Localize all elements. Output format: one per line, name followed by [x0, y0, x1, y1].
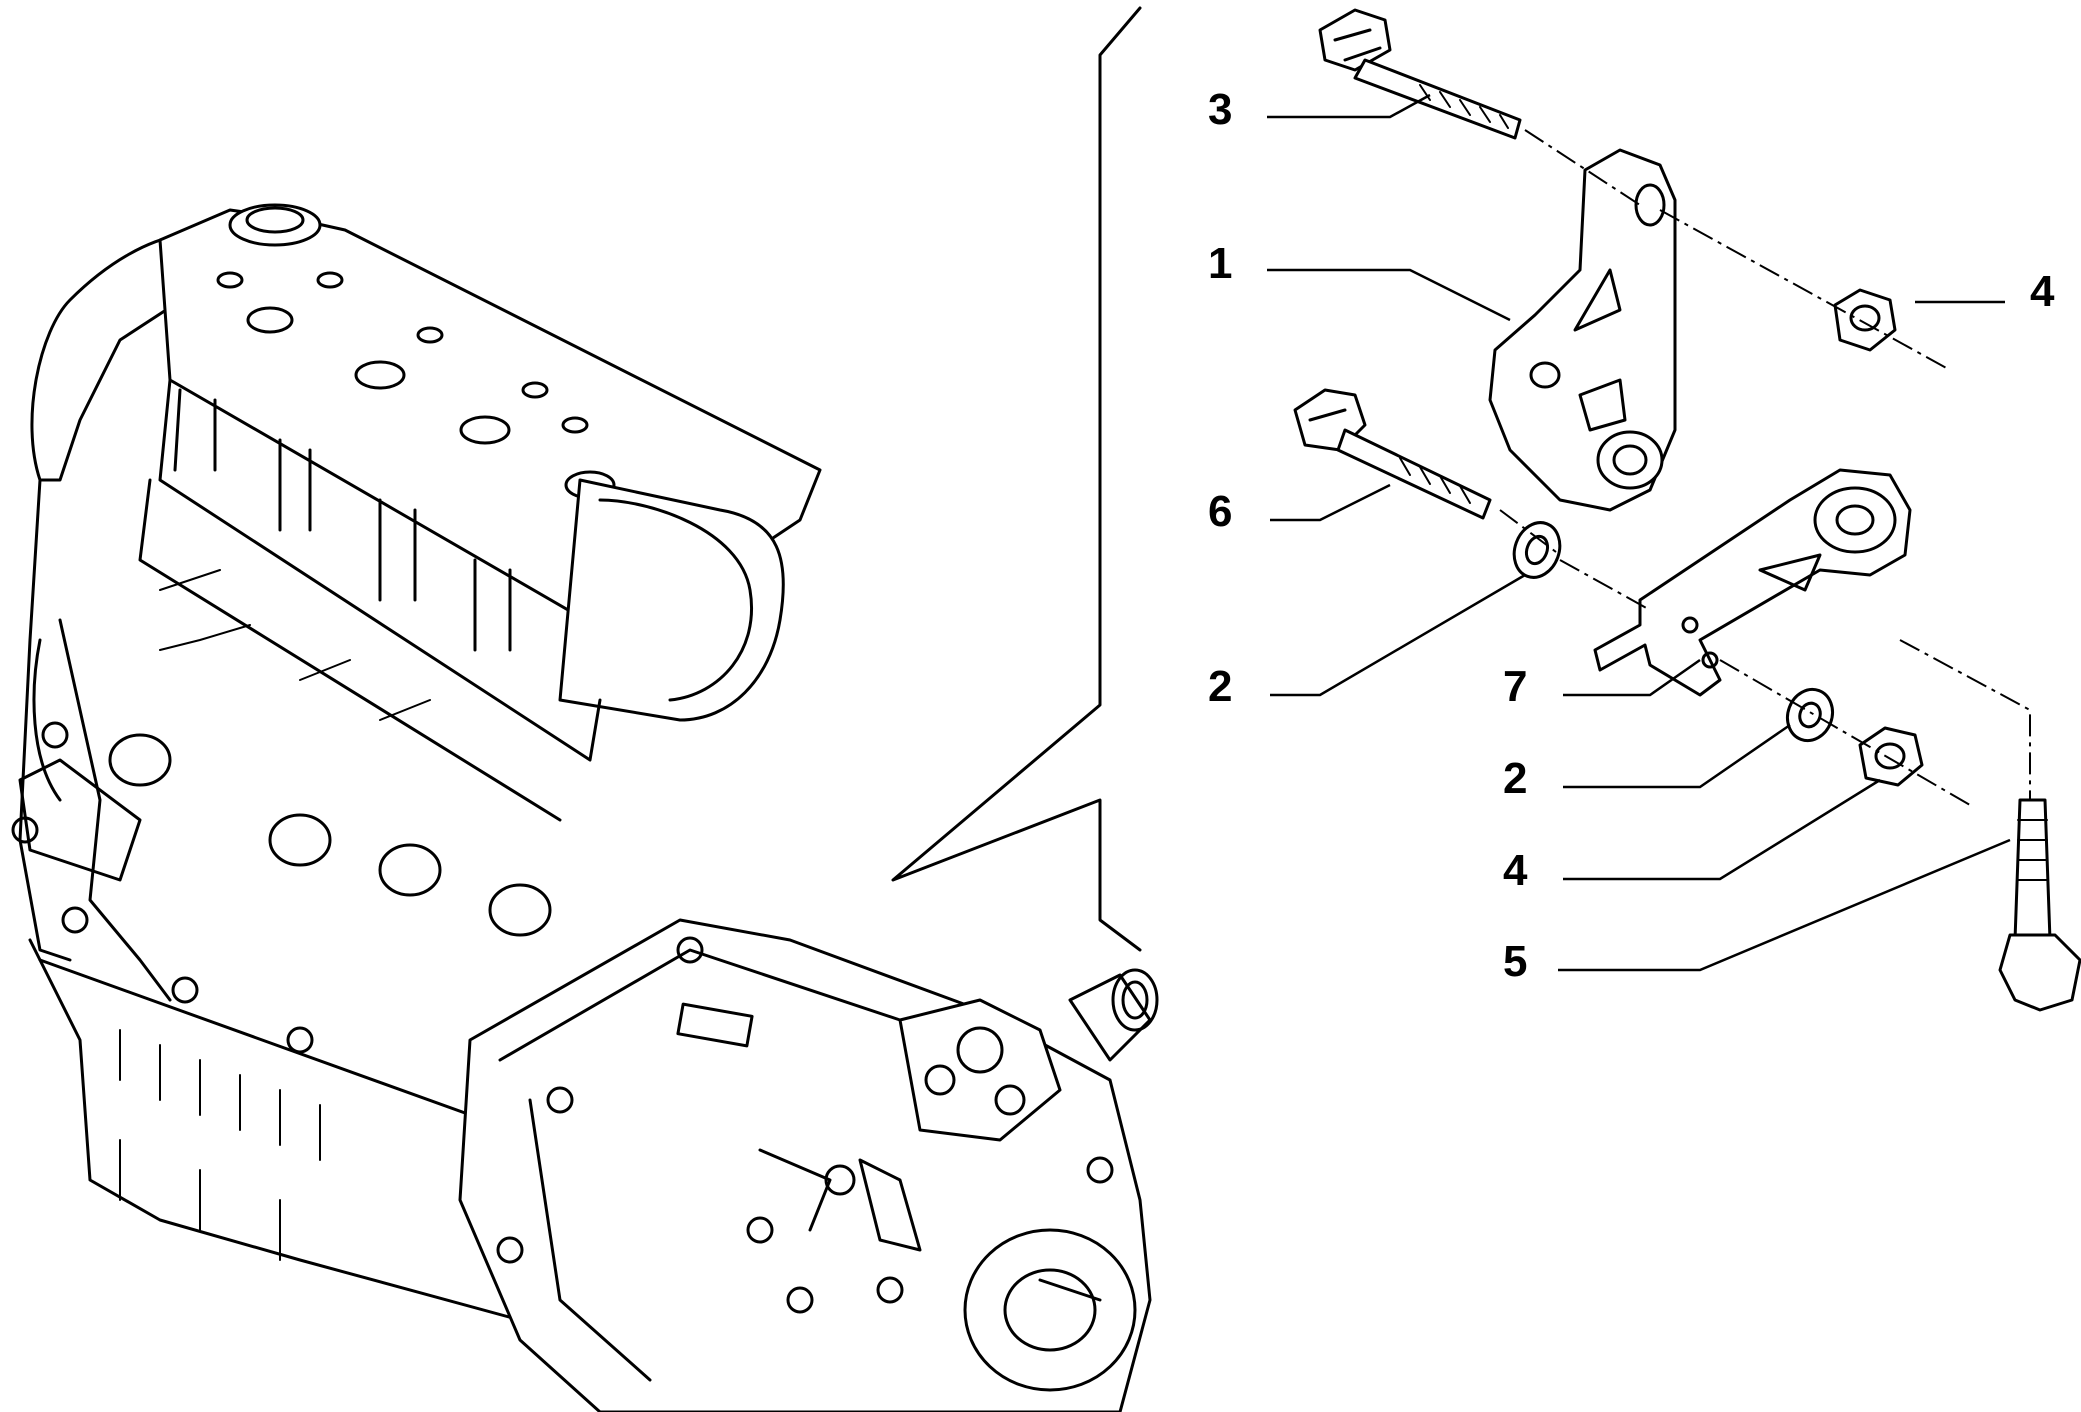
washer-part-2-upper — [1512, 521, 1562, 579]
callout-number-7: 7 — [1503, 662, 1528, 711]
mount-bracket-part-1 — [1488, 148, 1677, 512]
assembly-axis-lines — [1499, 129, 2031, 806]
bolt-part-3 — [1318, 8, 1522, 140]
nut-part-4-upper — [1833, 288, 1897, 352]
callout-number-4-lower: 4 — [1503, 846, 1528, 895]
engine-assembly-illustration — [11, 203, 822, 1342]
callout-number-1: 1 — [1208, 239, 1233, 288]
washer-part-2-lower — [1785, 687, 1835, 743]
callout-number-2-lower: 2 — [1503, 754, 1528, 803]
gearbox-illustration — [458, 918, 1159, 1412]
nut-part-4-lower — [1858, 726, 1924, 787]
diagram-frame-line — [891, 6, 1142, 952]
callout-number-3: 3 — [1208, 85, 1233, 134]
bolt-part-6 — [1293, 388, 1492, 520]
callout-leader-lines — [1267, 93, 2011, 972]
callout-number-5: 5 — [1503, 937, 1528, 986]
callout-number-2-upper: 2 — [1208, 662, 1233, 711]
torque-rod-part-7 — [1593, 468, 1912, 697]
callout-number-6: 6 — [1208, 487, 1233, 536]
callout-number-4-upper: 4 — [2030, 267, 2055, 316]
bolt-part-5 — [1998, 798, 2081, 1012]
